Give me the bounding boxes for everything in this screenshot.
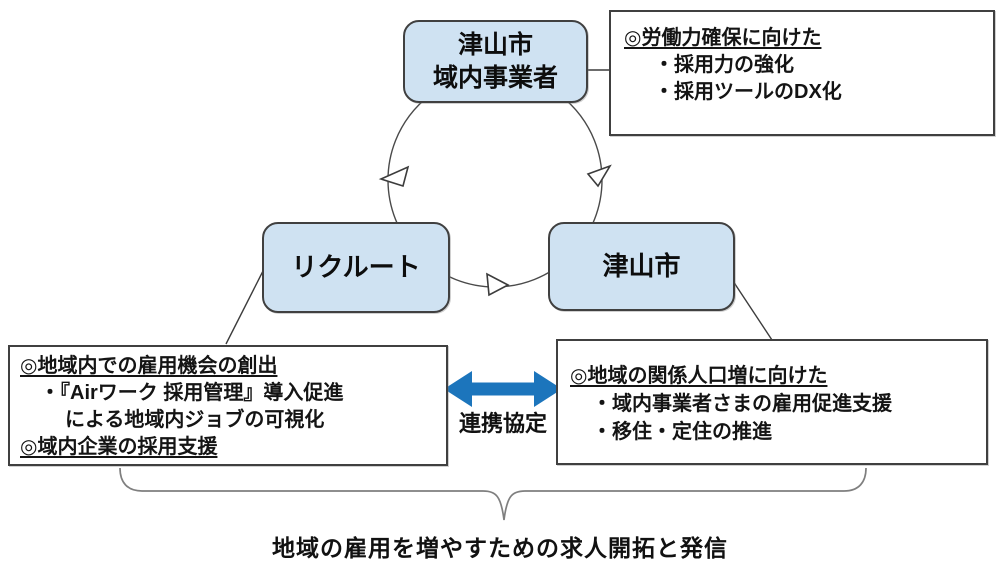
node-label: 津山市: [602, 250, 681, 281]
node-label: リクルート: [291, 251, 421, 282]
callout-heading: ◎地域内での雇用機会の創出: [20, 355, 278, 377]
callout-city-role: ◎地域の関係人口増に向けた ・域内事業者さまの雇用促進支援 ・移住・定住の推進: [556, 339, 988, 465]
callout-item: ・域内事業者さまの雇用促進支援: [592, 393, 892, 415]
cycle-arrowhead-bottom: [486, 272, 510, 297]
partnership-double-arrow-icon: [444, 371, 562, 407]
node-label-line2: 域内事業者: [432, 63, 558, 92]
leader-line-bottom-right: [730, 277, 773, 341]
bottom-brace: [119, 467, 867, 521]
callout-item: ・移住・定住の推進: [592, 421, 772, 443]
cycle-arrowhead-right: [586, 164, 612, 188]
node-tsuyama-area-businesses: 津山市 域内事業者: [403, 20, 588, 103]
leader-line-bottom-left: [225, 270, 264, 345]
callout-heading: ◎地域の関係人口増に向けた: [570, 365, 828, 387]
callout-item: ・採用力の強化: [654, 54, 794, 76]
callout-item: による地域内ジョブの可視化: [65, 409, 325, 431]
node-tsuyama-city: 津山市: [548, 222, 735, 311]
diagram-caption: 地域の雇用を増やすための求人開拓と発信: [272, 535, 728, 561]
node-recruit: リクルート: [262, 222, 450, 313]
callout-item: ・採用ツールのDX化: [654, 81, 842, 103]
callout-recruit-role: ◎地域内での雇用機会の創出 ・『Airワーク 採用管理』導入促進 による地域内ジ…: [8, 345, 448, 466]
callout-item: ・『Airワーク 採用管理』導入促進: [40, 382, 344, 404]
callout-heading: ◎域内企業の採用支援: [20, 436, 218, 458]
partnership-agreement-label: 連携協定: [458, 411, 547, 436]
callout-workforce-securing: ◎労働力確保に向けた ・採用力の強化 ・採用ツールのDX化: [609, 10, 995, 136]
callout-heading: ◎労働力確保に向けた: [624, 27, 822, 49]
node-label-line1: 津山市: [457, 31, 533, 59]
cycle-arrowhead-left: [378, 165, 410, 188]
